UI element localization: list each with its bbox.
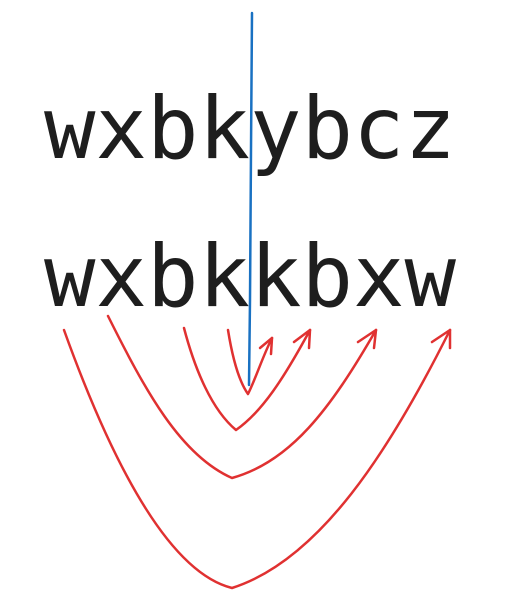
arrow-x-to-x	[106, 314, 378, 480]
arrow-b-to-b	[182, 326, 312, 432]
arrow-w-to-w	[62, 328, 452, 590]
mirror-line	[247, 11, 254, 387]
arrow-k-to-k	[226, 328, 274, 396]
